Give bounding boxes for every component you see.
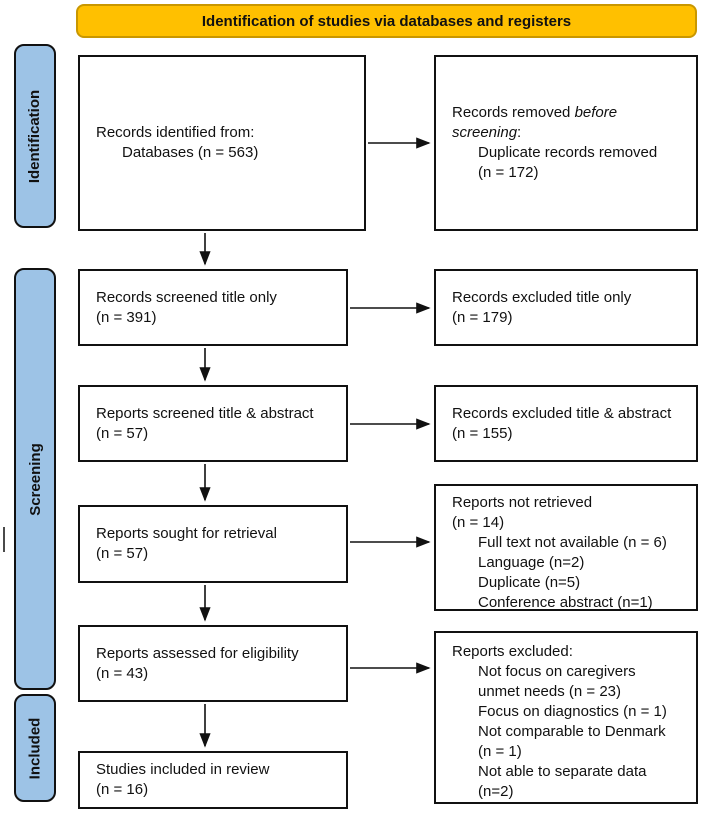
box-text-line: (n = 43) — [96, 664, 149, 682]
box-reports-excluded: Reports excluded: Not focus on caregiver… — [434, 631, 698, 804]
box-text-line: unmet needs (n = 23) — [478, 683, 622, 700]
box-records-removed: Records removed before screening: Duplic… — [434, 55, 698, 231]
stage-label-text: Identification — [26, 89, 44, 183]
box-text-line: (n = 391) — [96, 308, 157, 326]
box-text-line: Duplicate (n=5) — [478, 574, 581, 591]
box-text-line: Focus on diagnostics (n = 1) — [478, 703, 667, 720]
stage-label-text: Screening — [26, 442, 44, 516]
box-records-excluded-title: Records excluded title only (n = 179) — [434, 269, 698, 346]
box-text-line: Records screened title only — [96, 288, 277, 306]
box-text-line: (n = 57) — [96, 545, 149, 562]
box-text-line: Records excluded title & abstract — [452, 404, 672, 422]
stage-label-text: Included — [26, 717, 44, 779]
box-text-line: (n = 179) — [452, 308, 513, 326]
text-segment: : — [517, 124, 522, 141]
box-text-line: Reports screened title & abstract — [96, 404, 314, 422]
box-text-line: Full text not available (n = 6) — [478, 534, 667, 551]
box-text-line: Records excluded title only — [452, 288, 632, 306]
box-records-identified: Records identified from: Databases (n = … — [78, 55, 366, 231]
diagram-title: Identification of studies via databases … — [76, 4, 697, 38]
box-text-line: Records identified from: — [96, 124, 255, 141]
box-text-line: (n = 172) — [478, 164, 539, 181]
box-text-line: Studies included in review — [96, 761, 270, 778]
box-text-line: Language (n=2) — [478, 554, 585, 571]
box-text-line: Reports excluded: — [452, 643, 573, 660]
box-text-line: screening: — [452, 123, 688, 143]
box-text-line: (n=2) — [478, 783, 514, 800]
text-segment-italic: before — [574, 104, 618, 121]
box-text-line: Reports assessed for eligibility — [96, 644, 299, 662]
box-reports-screened-abstract: Reports screened title & abstract (n = 5… — [78, 385, 348, 462]
box-text-line: Reports sought for retrieval — [96, 525, 277, 542]
box-text-line: Reports not retrieved — [452, 494, 593, 511]
box-reports-not-retrieved: Reports not retrieved (n = 14) Full text… — [434, 484, 698, 611]
diagram-title-text: Identification of studies via databases … — [201, 12, 572, 30]
box-text-line: Not able to separate data — [478, 763, 647, 780]
text-segment-italic: screening — [452, 124, 518, 141]
stray-mark — [3, 527, 5, 552]
box-text-line: Not comparable to Denmark — [478, 723, 666, 740]
box-text-line: (n = 155) — [452, 424, 513, 442]
stage-label-included: Included — [14, 694, 56, 802]
box-text-line: (n = 57) — [96, 424, 149, 442]
box-text-line: Duplicate records removed — [478, 144, 658, 161]
stage-label-screening: Screening — [14, 268, 56, 690]
box-studies-included-review: Studies included in review (n = 16) — [78, 751, 348, 809]
box-records-screened-title: Records screened title only (n = 391) — [78, 269, 348, 346]
box-text-line: Records removed before — [452, 103, 688, 123]
box-text-line: Databases (n = 563) — [122, 144, 259, 161]
box-text-line: (n = 14) — [452, 514, 505, 531]
stage-label-identification: Identification — [14, 44, 56, 228]
box-reports-sought-retrieval: Reports sought for retrieval (n = 57) — [78, 505, 348, 583]
box-text-line: Conference abstract (n=1) — [478, 594, 653, 611]
box-text-line: Not focus on caregivers — [478, 663, 636, 680]
text-segment: Records removed — [452, 104, 575, 121]
box-reports-assessed-eligibility: Reports assessed for eligibility (n = 43… — [78, 625, 348, 702]
box-text-line: (n = 16) — [96, 781, 149, 798]
box-text-line: (n = 1) — [478, 743, 522, 760]
box-records-excluded-abstract: Records excluded title & abstract (n = 1… — [434, 385, 698, 462]
